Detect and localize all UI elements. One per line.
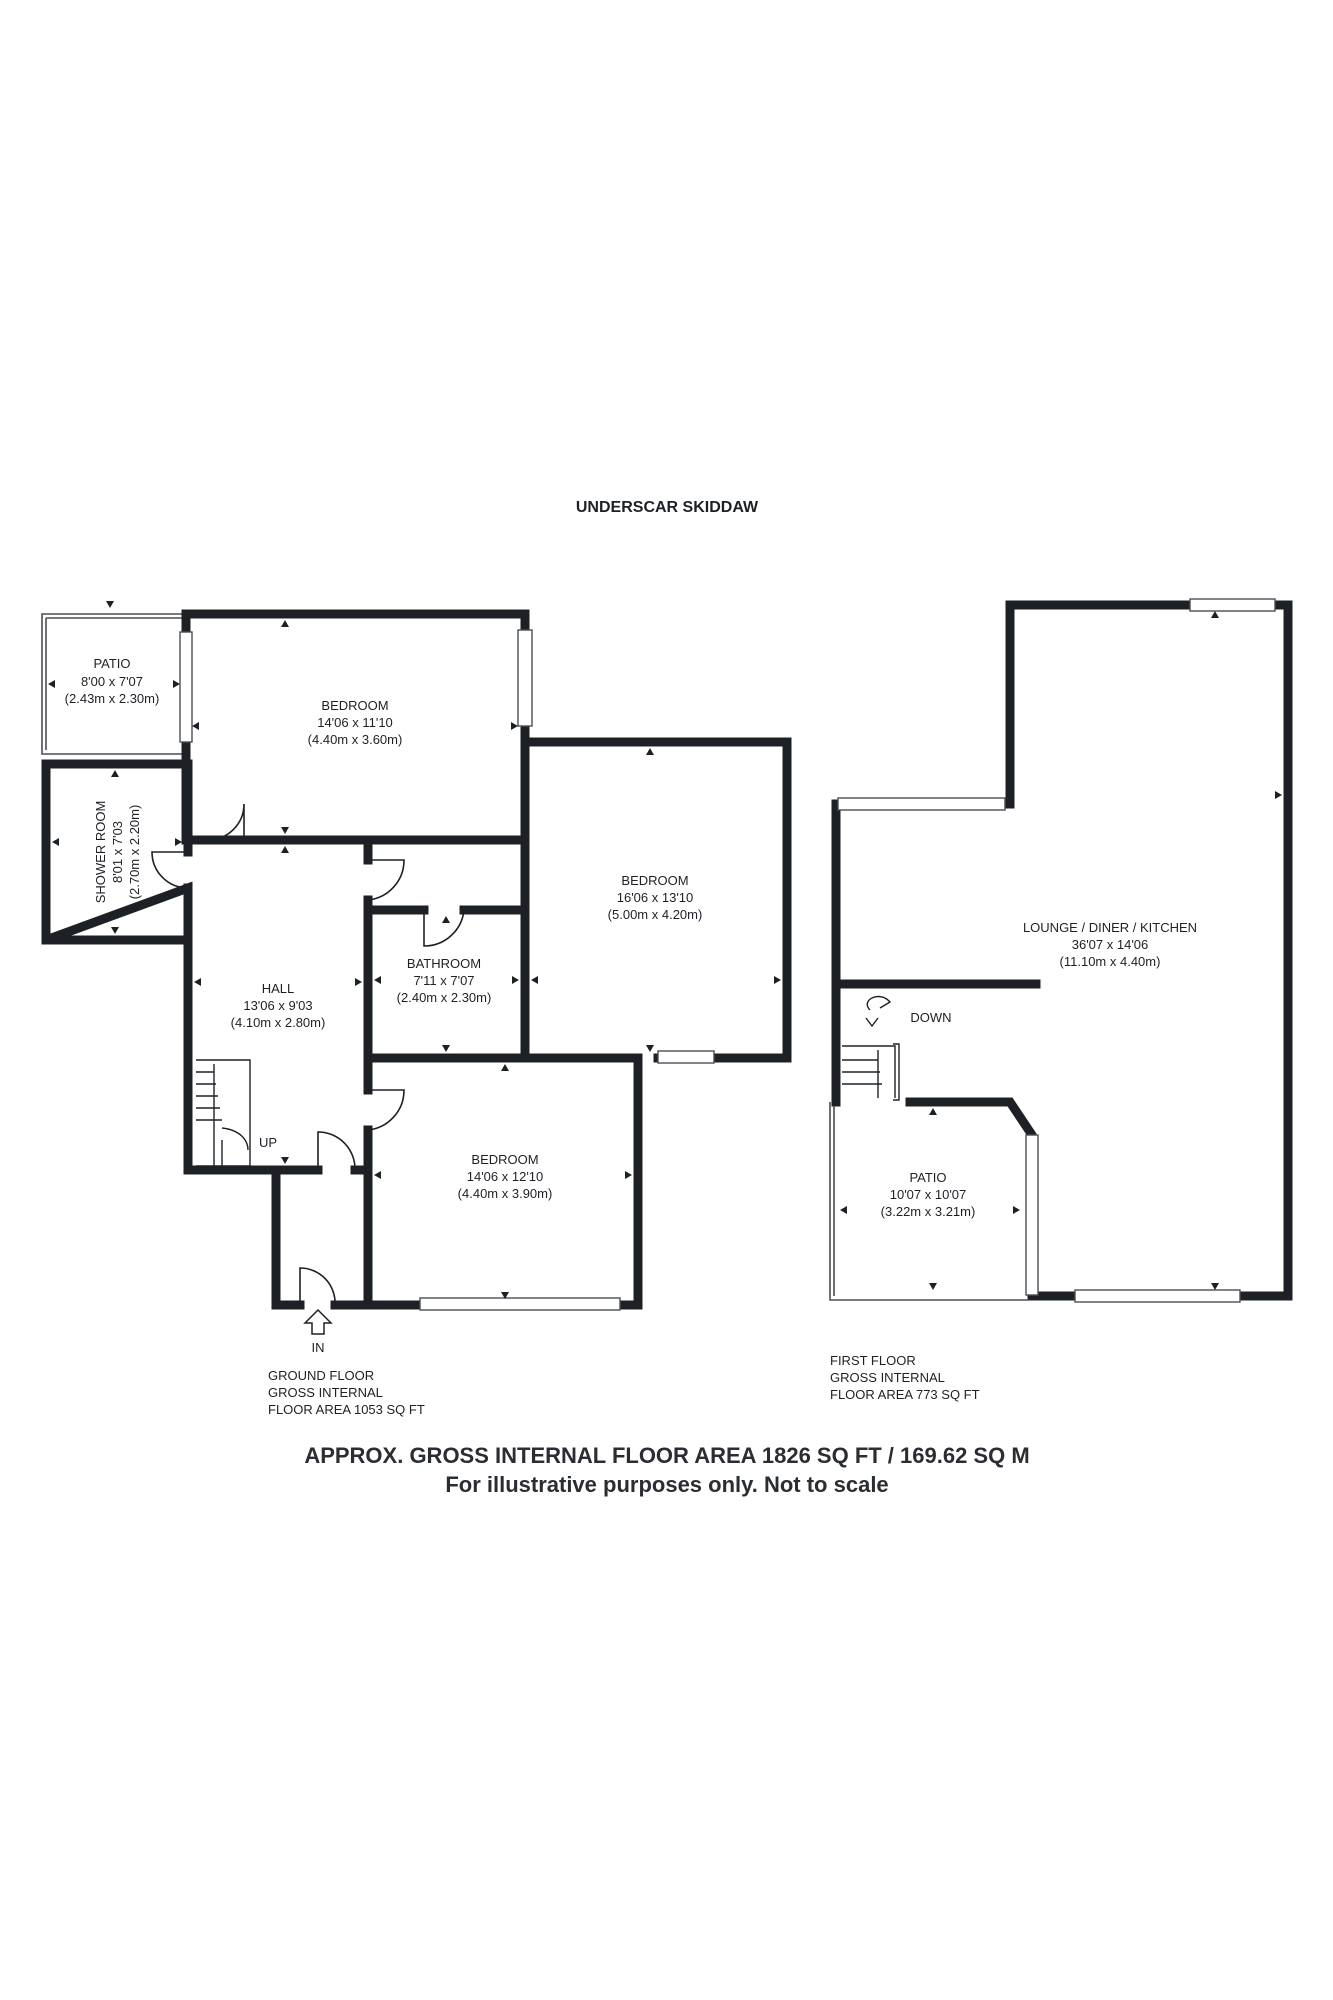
room-dimensions-metric: (4.40m x 3.90m) [458,1186,553,1201]
room-name: BATHROOM [407,956,481,971]
stairs-down-label: DOWN [910,1010,951,1025]
room-dimensions-metric: (4.10m x 2.80m) [231,1015,326,1030]
first-floor-area-line: GROSS INTERNAL [830,1370,945,1385]
ground-doors [151,803,465,1306]
room-name: PATIO [93,656,130,671]
ground-floor-area-line: GROUND FLOOR [268,1368,374,1383]
room-name: BEDROOM [471,1152,538,1167]
room-dimensions: 8'00 x 7'07 [81,674,143,689]
ground-stairs [196,1059,251,1167]
room-dimensions-metric: (2.70m x 2.20m) [127,805,142,900]
stairs-up-label: UP [259,1135,277,1150]
first-floor-patio [829,1102,1030,1301]
entrance-arrow-icon [303,1308,333,1335]
ground-dimension-arrows [48,601,781,1299]
entrance-label: IN [312,1340,325,1355]
room-dimensions-metric: (3.22m x 3.21m) [881,1204,976,1219]
room-name: BEDROOM [321,698,388,713]
ground-floor-area-line: FLOOR AREA 1053 SQ FT [268,1402,425,1417]
room-dimensions-metric: (2.40m x 2.30m) [397,990,492,1005]
room-dimensions: 13'06 x 9'03 [243,998,312,1013]
room-dimensions: 14'06 x 11'10 [317,715,393,730]
total-floor-area: APPROX. GROSS INTERNAL FLOOR AREA 1826 S… [304,1443,1029,1468]
room-dimensions: 10'07 x 10'07 [890,1187,967,1202]
room-name: BEDROOM [621,873,688,888]
first-floor-area-line: FLOOR AREA 773 SQ FT [830,1387,980,1402]
room-dimensions: 14'06 x 12'10 [467,1169,544,1184]
room-dimensions: 16'06 x 13'10 [617,890,694,905]
plan-title: UNDERSCAR SKIDDAW [576,499,759,516]
room-name: PATIO [909,1170,946,1185]
ground-bedroom-bottom [363,1053,643,1311]
room-dimensions: 36'07 x 14'06 [1072,937,1149,952]
ground-floor-plan [41,601,792,1335]
ground-hall [183,835,373,1310]
room-name: SHOWER ROOM [93,801,108,904]
room-dimensions-metric: (11.10m x 4.40m) [1060,954,1161,969]
first-floor-plan [829,598,1293,1303]
room-name: HALL [262,981,295,996]
room-dimensions-metric: (2.43m x 2.30m) [65,691,160,706]
room-name: LOUNGE / DINER / KITCHEN [1023,920,1197,935]
first-floor-stairs [842,995,900,1101]
room-dimensions: 7'11 x 7'07 [413,973,474,988]
first-floor-area-line: FIRST FLOOR [830,1353,916,1368]
ground-floor-area-line: GROSS INTERNAL [268,1385,383,1400]
room-dimensions: 8'01 x 7'03 [110,821,125,883]
room-dimensions-metric: (5.00m x 4.20m) [608,907,703,922]
disclaimer: For illustrative purposes only. Not to s… [445,1472,888,1497]
room-dimensions-metric: (4.40m x 3.60m) [308,732,403,747]
